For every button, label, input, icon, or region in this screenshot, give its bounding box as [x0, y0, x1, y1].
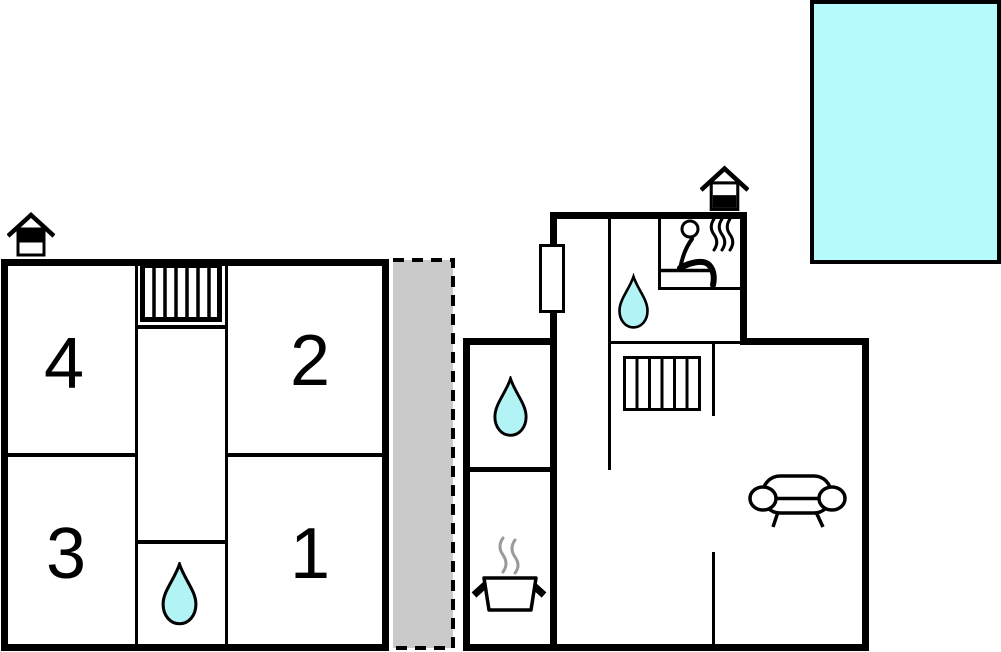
wall-segment	[382, 259, 389, 651]
sofa-icon	[748, 474, 847, 528]
wall-segment	[463, 644, 869, 651]
wall-segment	[712, 344, 715, 416]
sauna-icon	[661, 217, 735, 287]
room-label-3: 3	[45, 514, 87, 594]
wall-segment	[658, 287, 743, 290]
wall-segment	[1, 259, 389, 266]
terrace-dashed-area	[393, 258, 455, 650]
window-marker	[539, 244, 565, 313]
wall-segment	[228, 453, 382, 457]
wall-segment	[862, 338, 869, 651]
cooking-pot-icon	[471, 536, 547, 612]
pool-icon	[810, 0, 1001, 264]
water-drop-icon	[161, 562, 198, 626]
pool-water	[810, 0, 1001, 264]
wall-segment	[463, 338, 470, 651]
wall-segment	[135, 266, 138, 644]
wall-segment	[225, 266, 228, 644]
room-label-1: 1	[289, 514, 331, 594]
water-drop-icon	[493, 376, 528, 437]
wall-segment	[550, 212, 747, 219]
stairs-icon	[623, 356, 701, 411]
wall-segment	[740, 219, 747, 338]
steam-lines	[498, 536, 520, 575]
wall-segment	[608, 219, 611, 470]
wall-segment	[740, 338, 869, 345]
house-icon	[7, 211, 55, 257]
house-icon	[700, 165, 749, 211]
wall-segment	[1, 453, 135, 457]
wall-segment	[712, 552, 715, 644]
wall-segment	[463, 467, 550, 472]
wall-segment	[138, 540, 225, 544]
terrace-fill	[393, 258, 455, 650]
wall-segment	[550, 345, 557, 644]
wall-segment	[138, 325, 225, 329]
stairs-icon	[140, 263, 222, 322]
wall-segment	[658, 219, 661, 287]
wall-segment	[611, 341, 740, 344]
room-label-4: 4	[43, 324, 85, 404]
wall-segment	[463, 338, 550, 345]
wall-segment	[1, 644, 389, 651]
water-drop-icon	[618, 272, 649, 329]
room-label-2: 2	[289, 321, 331, 401]
